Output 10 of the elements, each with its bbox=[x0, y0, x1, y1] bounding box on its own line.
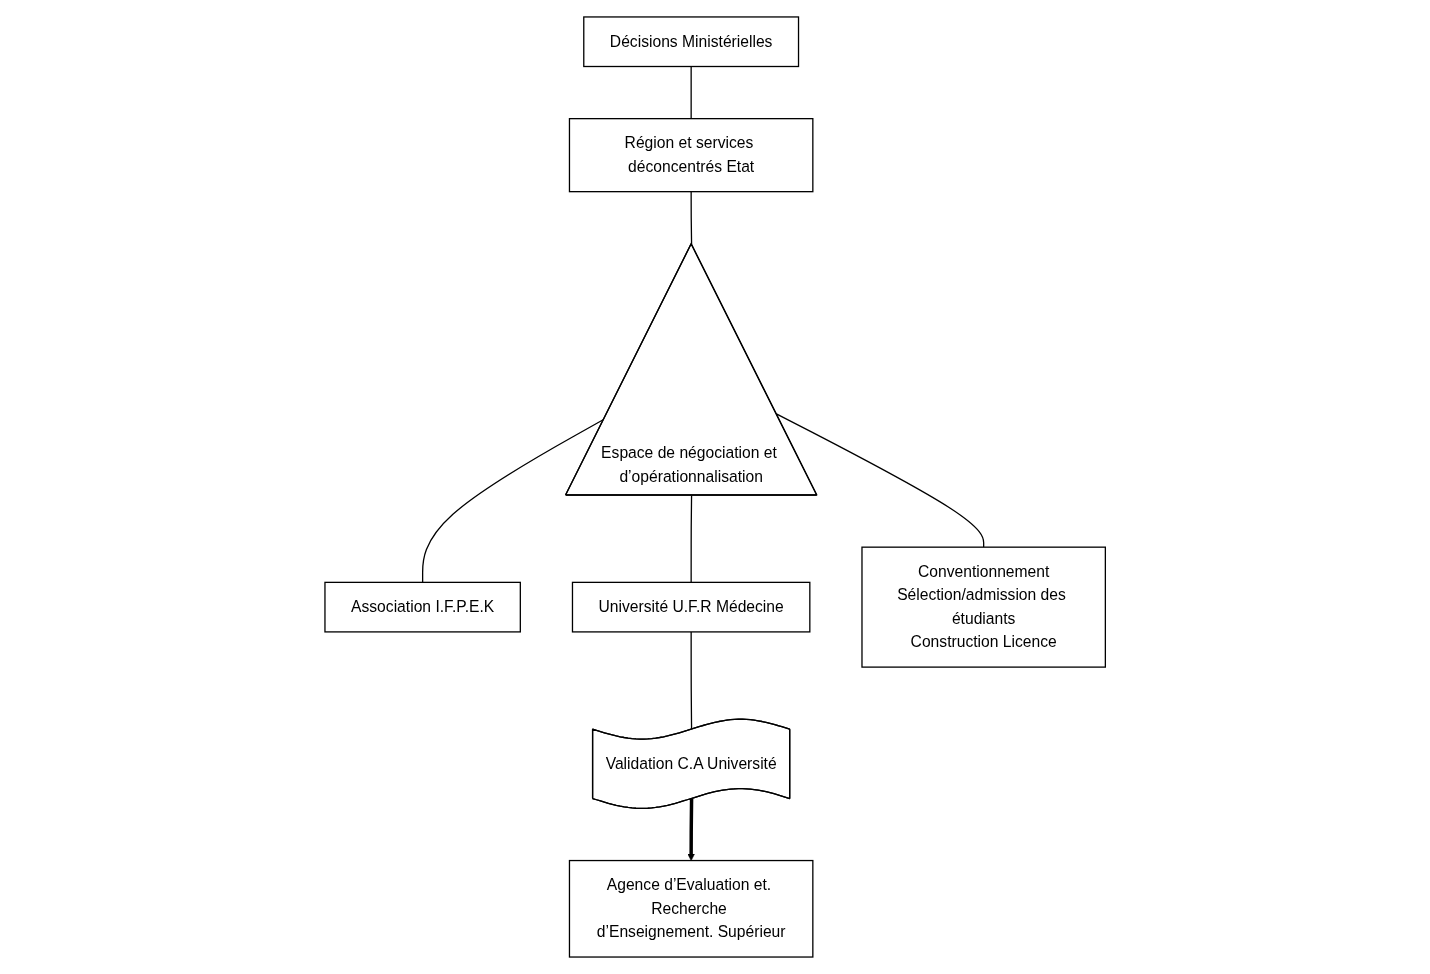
connector bbox=[775, 413, 985, 548]
node-box: Conventionnement Sélection/admission des étudiants Construction Licence bbox=[861, 546, 1106, 668]
connector bbox=[690, 191, 693, 245]
node-box: Région et services déconcentrés Etat bbox=[568, 118, 814, 193]
node-box: Association I.F.P.E.K bbox=[324, 581, 521, 633]
node-box: Université U.F.R Médecine bbox=[571, 581, 811, 633]
arrow bbox=[687, 798, 695, 861]
node-box: Décisions Ministérielles bbox=[582, 16, 799, 68]
connector bbox=[690, 65, 692, 120]
node-box: Agence d’Evaluation et. Recherche d’Enseignement. Supérieur bbox=[568, 859, 814, 958]
